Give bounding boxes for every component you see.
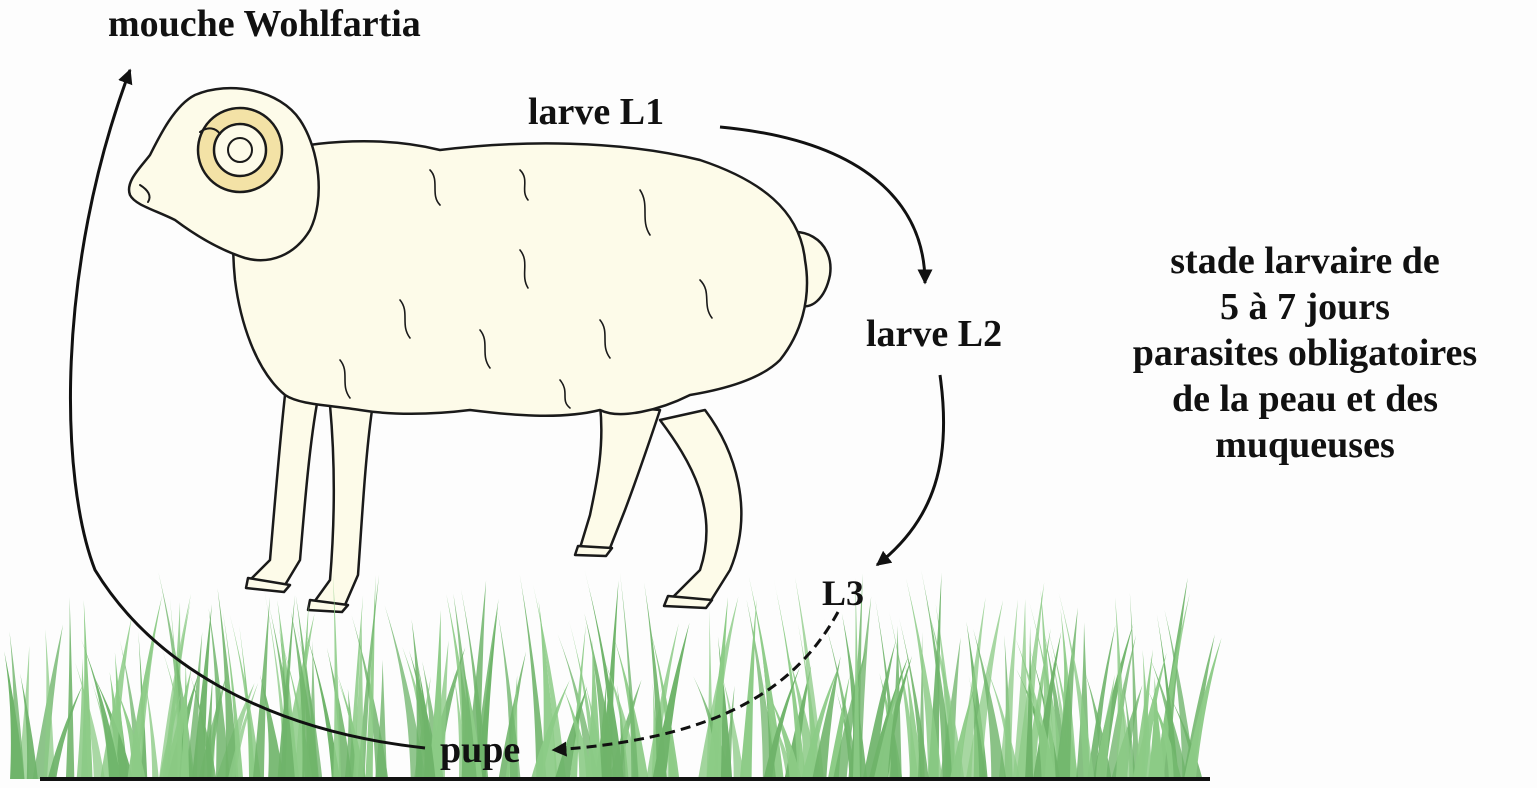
grass [4,570,1221,779]
sheep-leg-hind-right [660,410,741,602]
note-line: stade larvaire de [1085,238,1525,284]
label-pupa: pupe [440,728,520,772]
label-larva-l3: L3 [822,572,864,614]
sheep-leg-hind-left [580,405,660,548]
label-fly: mouche Wohlfartia [108,2,421,46]
sheep-leg-front-left [250,395,318,585]
grass-blade [1184,638,1222,779]
grass-blade [740,599,757,779]
sheep-illustration [129,88,830,612]
arrow-l2-to-l3 [877,375,944,565]
sheep-leg-front-right [312,405,372,605]
grass-blade [66,597,74,779]
sheep-hooves [246,546,712,612]
grass-blade [253,597,270,779]
note-line: parasites obligatoires [1085,330,1525,376]
larval-stage-note: stade larvaire de 5 à 7 jours parasites … [1085,238,1525,468]
label-larva-l1: larve L1 [528,90,664,134]
note-line: de la peau et des [1085,376,1525,422]
sheep-horn-inner [214,124,266,176]
grass-blade [44,629,55,779]
label-larva-l2: larve L2 [866,312,1002,356]
note-line: 5 à 7 jours [1085,284,1525,330]
note-line: muqueuses [1085,422,1525,468]
